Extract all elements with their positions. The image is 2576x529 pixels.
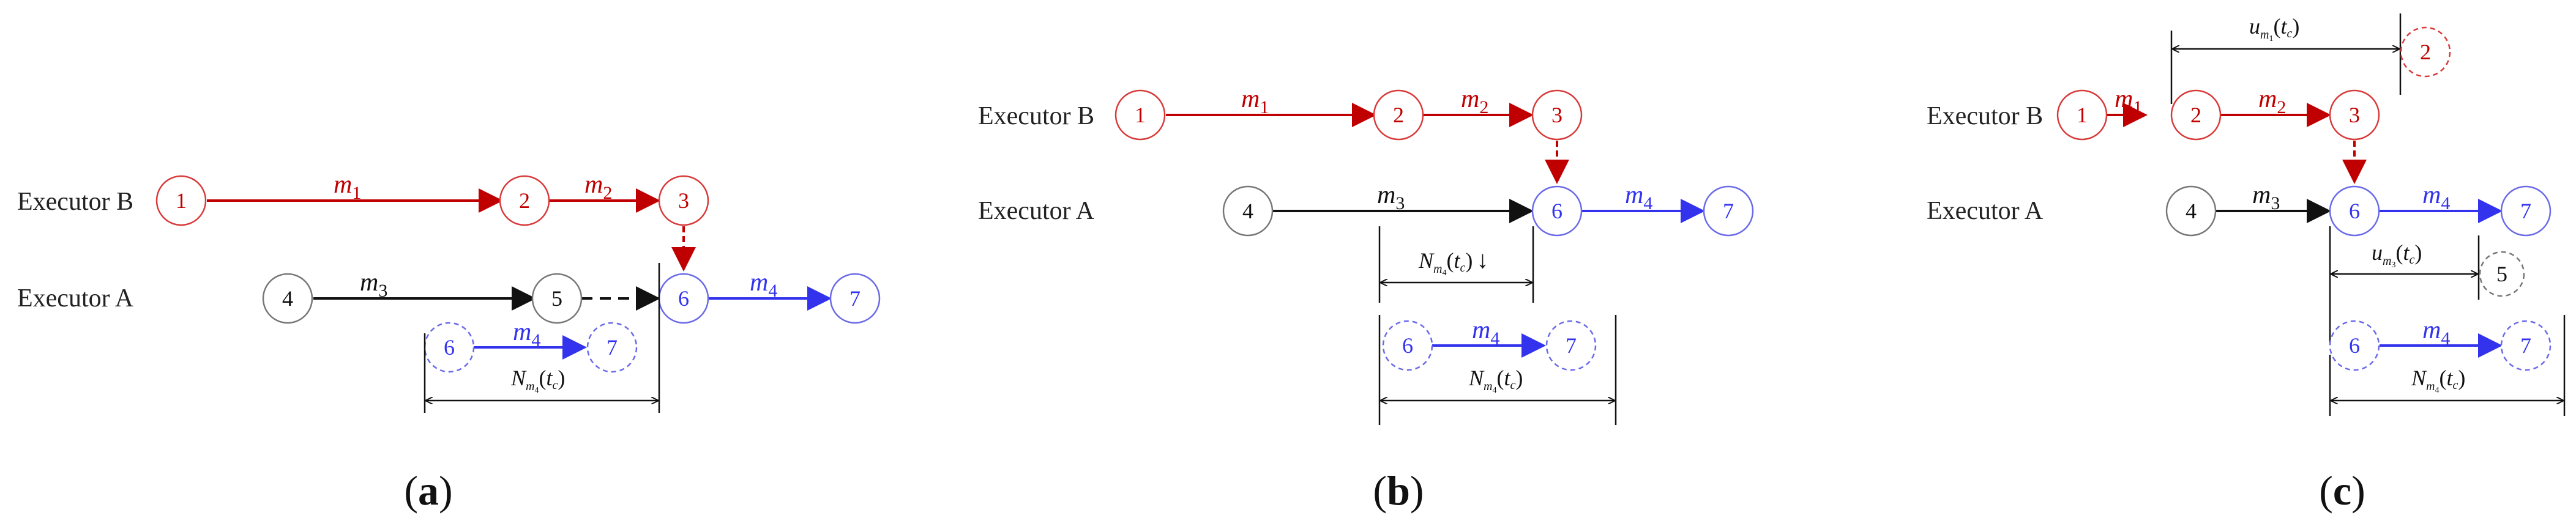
- label-m4-c: m4: [2422, 181, 2450, 213]
- svg-text:7: 7: [2520, 199, 2531, 223]
- svg-text:1: 1: [176, 188, 187, 213]
- node-1-b: [1114, 89, 1166, 141]
- node-6-b: [1531, 185, 1583, 237]
- panel-c: Executor B Executor A um1(tc) 2 m1 m2 m3…: [1927, 13, 2566, 514]
- node-2-b: [1373, 89, 1424, 141]
- svg-text:1: 1: [2077, 103, 2088, 127]
- svg-text:5: 5: [2496, 262, 2507, 286]
- svg-text:7: 7: [849, 286, 861, 311]
- label-m4-projected-c: m4: [2422, 316, 2450, 349]
- svg-text:7: 7: [2520, 333, 2531, 358]
- svg-text:7: 7: [607, 335, 618, 360]
- panel-b: Executor B Executor A m1 m2 m3 m4 1 2 3 …: [978, 85, 1754, 514]
- svg-text:6: 6: [2349, 333, 2360, 358]
- label-m1: m1: [334, 171, 361, 203]
- executor-b-label: Executor B: [17, 188, 133, 216]
- label-m4-b: m4: [1625, 181, 1652, 213]
- svg-text:6: 6: [1402, 333, 1413, 358]
- label-m4: m4: [750, 268, 777, 301]
- caption-c: (c): [2319, 467, 2365, 514]
- label-m4-projected-b: m4: [1472, 316, 1499, 349]
- label-m1-c: m1: [2115, 85, 2142, 117]
- node-6-projected-b: [1382, 320, 1433, 371]
- svg-text:6: 6: [444, 335, 455, 360]
- node-6-c: [2329, 185, 2380, 237]
- svg-text:6: 6: [678, 286, 689, 311]
- node-6-projected: [424, 322, 475, 373]
- node-5: [531, 273, 583, 324]
- label-n-m4: Nm4(tc): [510, 366, 565, 395]
- svg-text:2: 2: [519, 188, 530, 213]
- executor-a-label-c: Executor A: [1927, 197, 2044, 225]
- panel-a: Executor B Executor A m1 m2 m3 m4 1 2 3 …: [17, 171, 881, 514]
- node-3: [658, 175, 709, 226]
- label-m1-b: m1: [1241, 85, 1269, 117]
- node-4: [262, 273, 313, 324]
- node-2-c: [2170, 89, 2222, 141]
- label-u-m3: um3(tc): [2372, 240, 2422, 270]
- label-m3-b: m3: [1377, 181, 1405, 213]
- caption-a: (a): [404, 467, 452, 514]
- svg-text:5: 5: [551, 286, 562, 311]
- svg-text:2: 2: [2420, 40, 2431, 64]
- node-1-c: [2056, 89, 2108, 141]
- node-6-projected-c: [2329, 320, 2380, 371]
- node-4-c: [2165, 185, 2217, 237]
- label-n-m4-c: Nm4(tc): [2411, 366, 2465, 395]
- node-2: [499, 175, 550, 226]
- node-7-projected: [586, 322, 638, 373]
- label-m3: m3: [360, 268, 387, 301]
- label-n-m4-shrink: Nm4(tc)↓: [1418, 246, 1488, 278]
- svg-text:2: 2: [1393, 103, 1404, 127]
- node-3-b: [1531, 89, 1583, 141]
- caption-b: (b): [1373, 467, 1424, 514]
- svg-text:3: 3: [1551, 103, 1562, 127]
- label-m4-projected: m4: [513, 318, 540, 350]
- node-1: [155, 175, 207, 226]
- node-7-b: [1703, 185, 1754, 237]
- svg-text:3: 3: [2349, 103, 2360, 127]
- svg-text:4: 4: [282, 286, 293, 311]
- node-7-c: [2500, 185, 2552, 237]
- svg-text:4: 4: [1242, 199, 1253, 223]
- node-5-projected-c: [2479, 251, 2525, 297]
- node-7-projected-b: [1545, 320, 1597, 371]
- svg-text:7: 7: [1566, 333, 1577, 358]
- executor-a-label: Executor A: [17, 284, 134, 313]
- executor-b-label-c: Executor B: [1927, 102, 2043, 130]
- svg-text:2: 2: [2190, 103, 2201, 127]
- node-7: [829, 273, 881, 324]
- label-u-m1: um1(tc): [2249, 14, 2299, 43]
- svg-text:1: 1: [1135, 103, 1146, 127]
- node-3-c: [2329, 89, 2380, 141]
- label-n-m4-b: Nm4(tc): [1468, 366, 1523, 395]
- svg-text:7: 7: [1723, 199, 1734, 223]
- executor-a-label-b: Executor A: [978, 197, 1095, 225]
- executor-b-label-b: Executor B: [978, 102, 1094, 130]
- node-2-projected-c: [2400, 26, 2451, 78]
- svg-text:3: 3: [678, 188, 689, 213]
- label-m3-c: m3: [2252, 181, 2280, 213]
- svg-text:6: 6: [2349, 199, 2360, 223]
- label-m2-b: m2: [1461, 85, 1488, 117]
- svg-text:4: 4: [2186, 199, 2197, 223]
- node-7-projected-c: [2500, 320, 2552, 371]
- label-m2-c: m2: [2258, 85, 2286, 117]
- node-4-b: [1222, 185, 1274, 237]
- svg-text:6: 6: [1551, 199, 1562, 223]
- label-m2: m2: [584, 171, 612, 203]
